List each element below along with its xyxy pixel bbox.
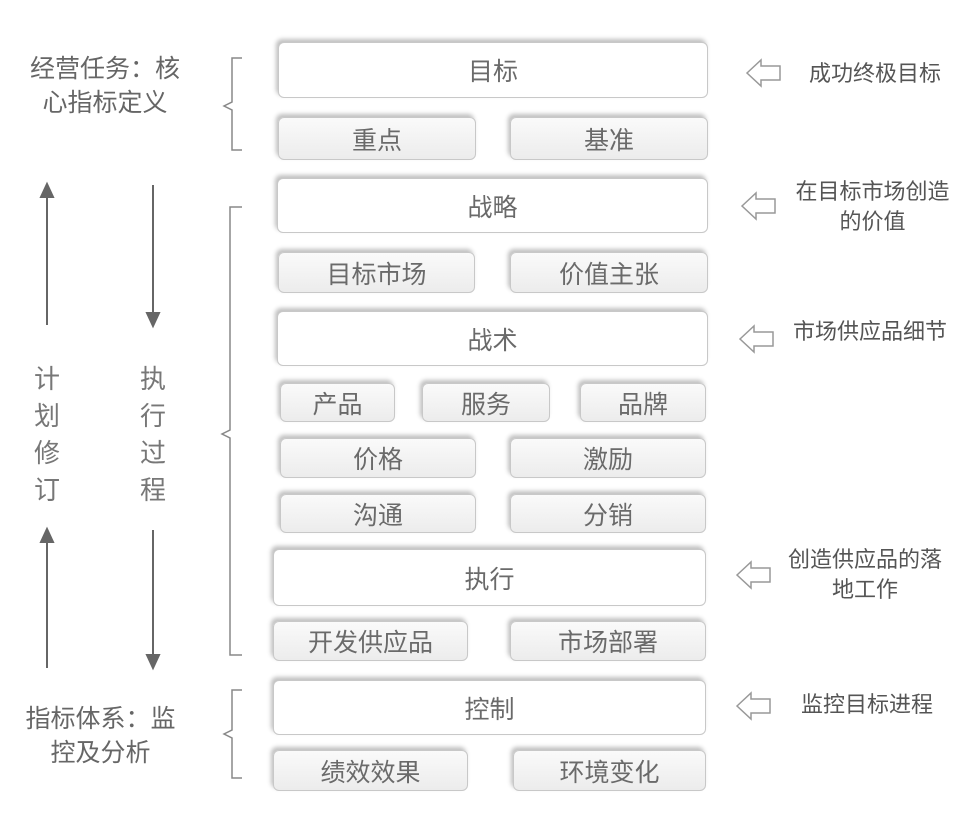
bracket-execution-process — [220, 206, 242, 656]
control-note: 监控目标进程 — [800, 693, 933, 718]
control-box: 控制 — [273, 680, 706, 735]
tactics-item: 产品 — [280, 383, 395, 422]
strategy-note: 在目标市场创造的价值 — [795, 180, 950, 235]
arrow-up-icon — [39, 526, 55, 543]
left-arrow-icon — [735, 560, 771, 590]
tactics-item: 沟通 — [280, 494, 476, 533]
left-arrow-icon — [738, 324, 774, 354]
tactics-note: 市场供应品细节 — [792, 320, 947, 345]
tactics-item: 激励 — [510, 438, 706, 478]
goal-item: 基准 — [510, 117, 708, 160]
strategy-box: 战略 — [277, 178, 708, 233]
exec-process-label: 执行过程 — [139, 365, 166, 506]
execution-item: 开发供应品 — [273, 621, 468, 661]
goal-note: 成功终极目标 — [808, 62, 941, 87]
mission-label: 经营任务：核心指标定义 — [29, 54, 180, 117]
left-arrow-icon — [740, 191, 776, 221]
left-arrow-icon — [745, 58, 781, 88]
tactics-box: 战术 — [277, 311, 708, 366]
tactics-item: 价格 — [280, 438, 476, 478]
control-item: 环境变化 — [513, 750, 706, 791]
goal-item: 重点 — [278, 117, 476, 160]
tactics-item: 品牌 — [580, 383, 706, 422]
strategy-item: 目标市场 — [278, 252, 475, 293]
metrics-label: 指标体系：监控及分析 — [25, 704, 176, 767]
bracket-control — [222, 689, 242, 779]
tactics-item: 分销 — [510, 494, 706, 533]
control-item: 绩效效果 — [273, 750, 468, 791]
bracket-goal — [222, 57, 242, 151]
execution-note: 创造供应品的落地工作 — [787, 548, 942, 603]
plan-revise-label: 计划修订 — [33, 365, 60, 506]
strategy-item: 价值主张 — [510, 252, 708, 293]
arrow-down-icon — [145, 312, 161, 329]
execution-item: 市场部署 — [510, 621, 706, 661]
arrow-down-icon — [145, 654, 161, 671]
execution-box: 执行 — [273, 549, 706, 606]
left-arrow-icon — [735, 691, 771, 721]
tactics-item: 服务 — [422, 383, 550, 422]
goal-box: 目标 — [278, 42, 708, 98]
arrow-up-icon — [39, 181, 55, 198]
